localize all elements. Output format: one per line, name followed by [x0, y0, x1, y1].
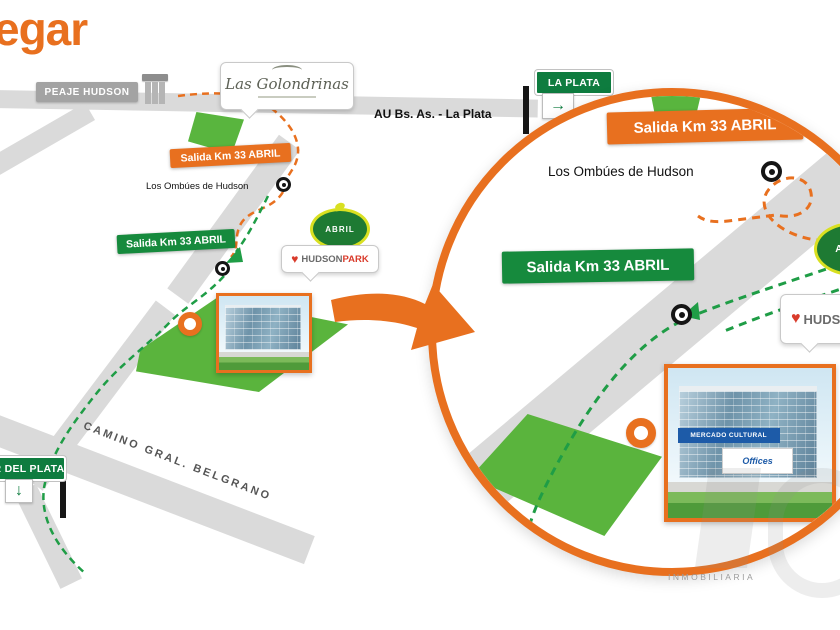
hudson-park-word2: PARK [342, 253, 369, 265]
la-plata-label: LA PLATA [547, 76, 601, 89]
ombues-label: Los Ombúes de Hudson [146, 181, 249, 192]
la-plata-sign: LA PLATA [535, 70, 613, 95]
salida-orange-label: Salida Km 33 ABRIL [180, 146, 281, 165]
page-title: egar [0, 3, 88, 55]
inset-ombues-label: Los Ombúes de Hudson [548, 164, 694, 179]
right-arrow-icon: → [550, 97, 566, 114]
route-green-arrowhead [226, 247, 243, 263]
photo-lawn [219, 352, 309, 370]
mar-del-plata-arrow-sign: ↓ [5, 479, 33, 503]
road-left-upper [0, 102, 95, 185]
inset-hudson-park-sign: ♥ HUDSON PARK [780, 294, 840, 344]
highway-label: AU Bs. As. - La Plata [374, 107, 492, 121]
inset-photo-banner: MERCADO CULTURAL [677, 428, 780, 443]
inset-hudson-park-word1: HUDSON [803, 311, 840, 327]
las-golondrinas-tagline-rule [258, 96, 316, 98]
peaje-hudson-label: PEAJE HUDSON [44, 86, 130, 98]
inset-salida-orange-sign: Salida Km 33 ABRIL [606, 107, 804, 145]
mar-del-plata-sign: R DEL PLATA [0, 456, 66, 481]
down-arrow-icon: ↓ [15, 482, 23, 499]
toll-booth-icon [142, 74, 168, 108]
zoom-inset-circle: Salida Km 33 ABRIL Los Ombúes de Hudson … [428, 88, 840, 576]
inset-abril-label: ABRIL [835, 244, 840, 255]
abril-label: ABRIL [325, 224, 355, 234]
exit-marker-orange [276, 177, 291, 192]
inset-exit-marker-orange [761, 161, 782, 182]
location-ring-marker [178, 312, 202, 336]
photo-building [225, 307, 301, 350]
dove-flourish-icon [272, 65, 302, 75]
sign-post-la-plata [523, 86, 529, 134]
inset-salida-green-label: Salida Km 33 ABRIL [526, 256, 670, 276]
mar-del-plata-label: R DEL PLATA [0, 462, 65, 475]
inset-heart-icon: ♥ [791, 310, 801, 327]
heart-icon: ♥ [291, 252, 299, 266]
las-golondrinas-sign: Las Golondrinas [220, 62, 354, 110]
salida-green-label: Salida Km 33 ABRIL [125, 232, 227, 251]
inset-salida-orange-label: Salida Km 33 ABRIL [633, 115, 777, 137]
abril-logo: ABRIL [310, 208, 370, 250]
inset-location-ring-marker [626, 418, 656, 448]
watermark-label: INMOBILIARIA [668, 572, 756, 582]
peaje-hudson-sign: PEAJE HUDSON [36, 82, 138, 102]
hudson-park-sign: ♥ HUDSON PARK [281, 245, 379, 273]
inset-exit-marker-green [671, 304, 692, 325]
exit-marker-green [215, 261, 230, 276]
las-golondrinas-label: Las Golondrinas [225, 75, 349, 93]
inset-salida-green-sign: Salida Km 33 ABRIL [501, 248, 695, 284]
hudson-park-word1: HUDSON [301, 253, 343, 265]
toll-roof [142, 74, 168, 81]
building-photo-small [216, 293, 312, 373]
toll-pillars [142, 82, 168, 104]
